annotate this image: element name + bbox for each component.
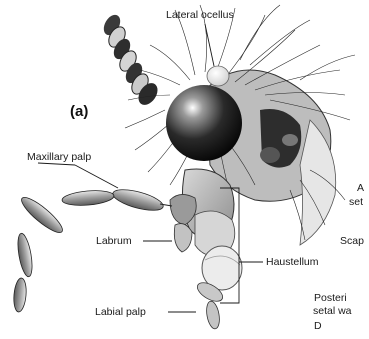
label-cut-a: A bbox=[357, 182, 364, 194]
label-maxillary-palp: Maxillary palp bbox=[27, 151, 91, 163]
label-cut-posterior: Posteri bbox=[314, 292, 347, 304]
label-labrum: Labrum bbox=[96, 235, 132, 247]
antenna bbox=[100, 12, 161, 108]
label-cut-seta: set bbox=[349, 196, 363, 208]
label-lateral-ocellus: Lateral ocellus bbox=[166, 9, 234, 21]
label-haustellum: Haustellum bbox=[266, 256, 319, 268]
panel-label: (a) bbox=[70, 106, 88, 118]
label-labial-palp: Labial palp bbox=[95, 306, 146, 318]
compound-eye bbox=[166, 85, 242, 161]
mouthparts bbox=[170, 169, 242, 290]
label-cut-bottom: D bbox=[314, 320, 322, 332]
label-cut-scap: Scap bbox=[340, 235, 364, 247]
label-cut-setal-wa: setal wa bbox=[313, 305, 352, 317]
maxillary-palp bbox=[13, 186, 172, 313]
lateral-ocellus bbox=[207, 66, 229, 86]
